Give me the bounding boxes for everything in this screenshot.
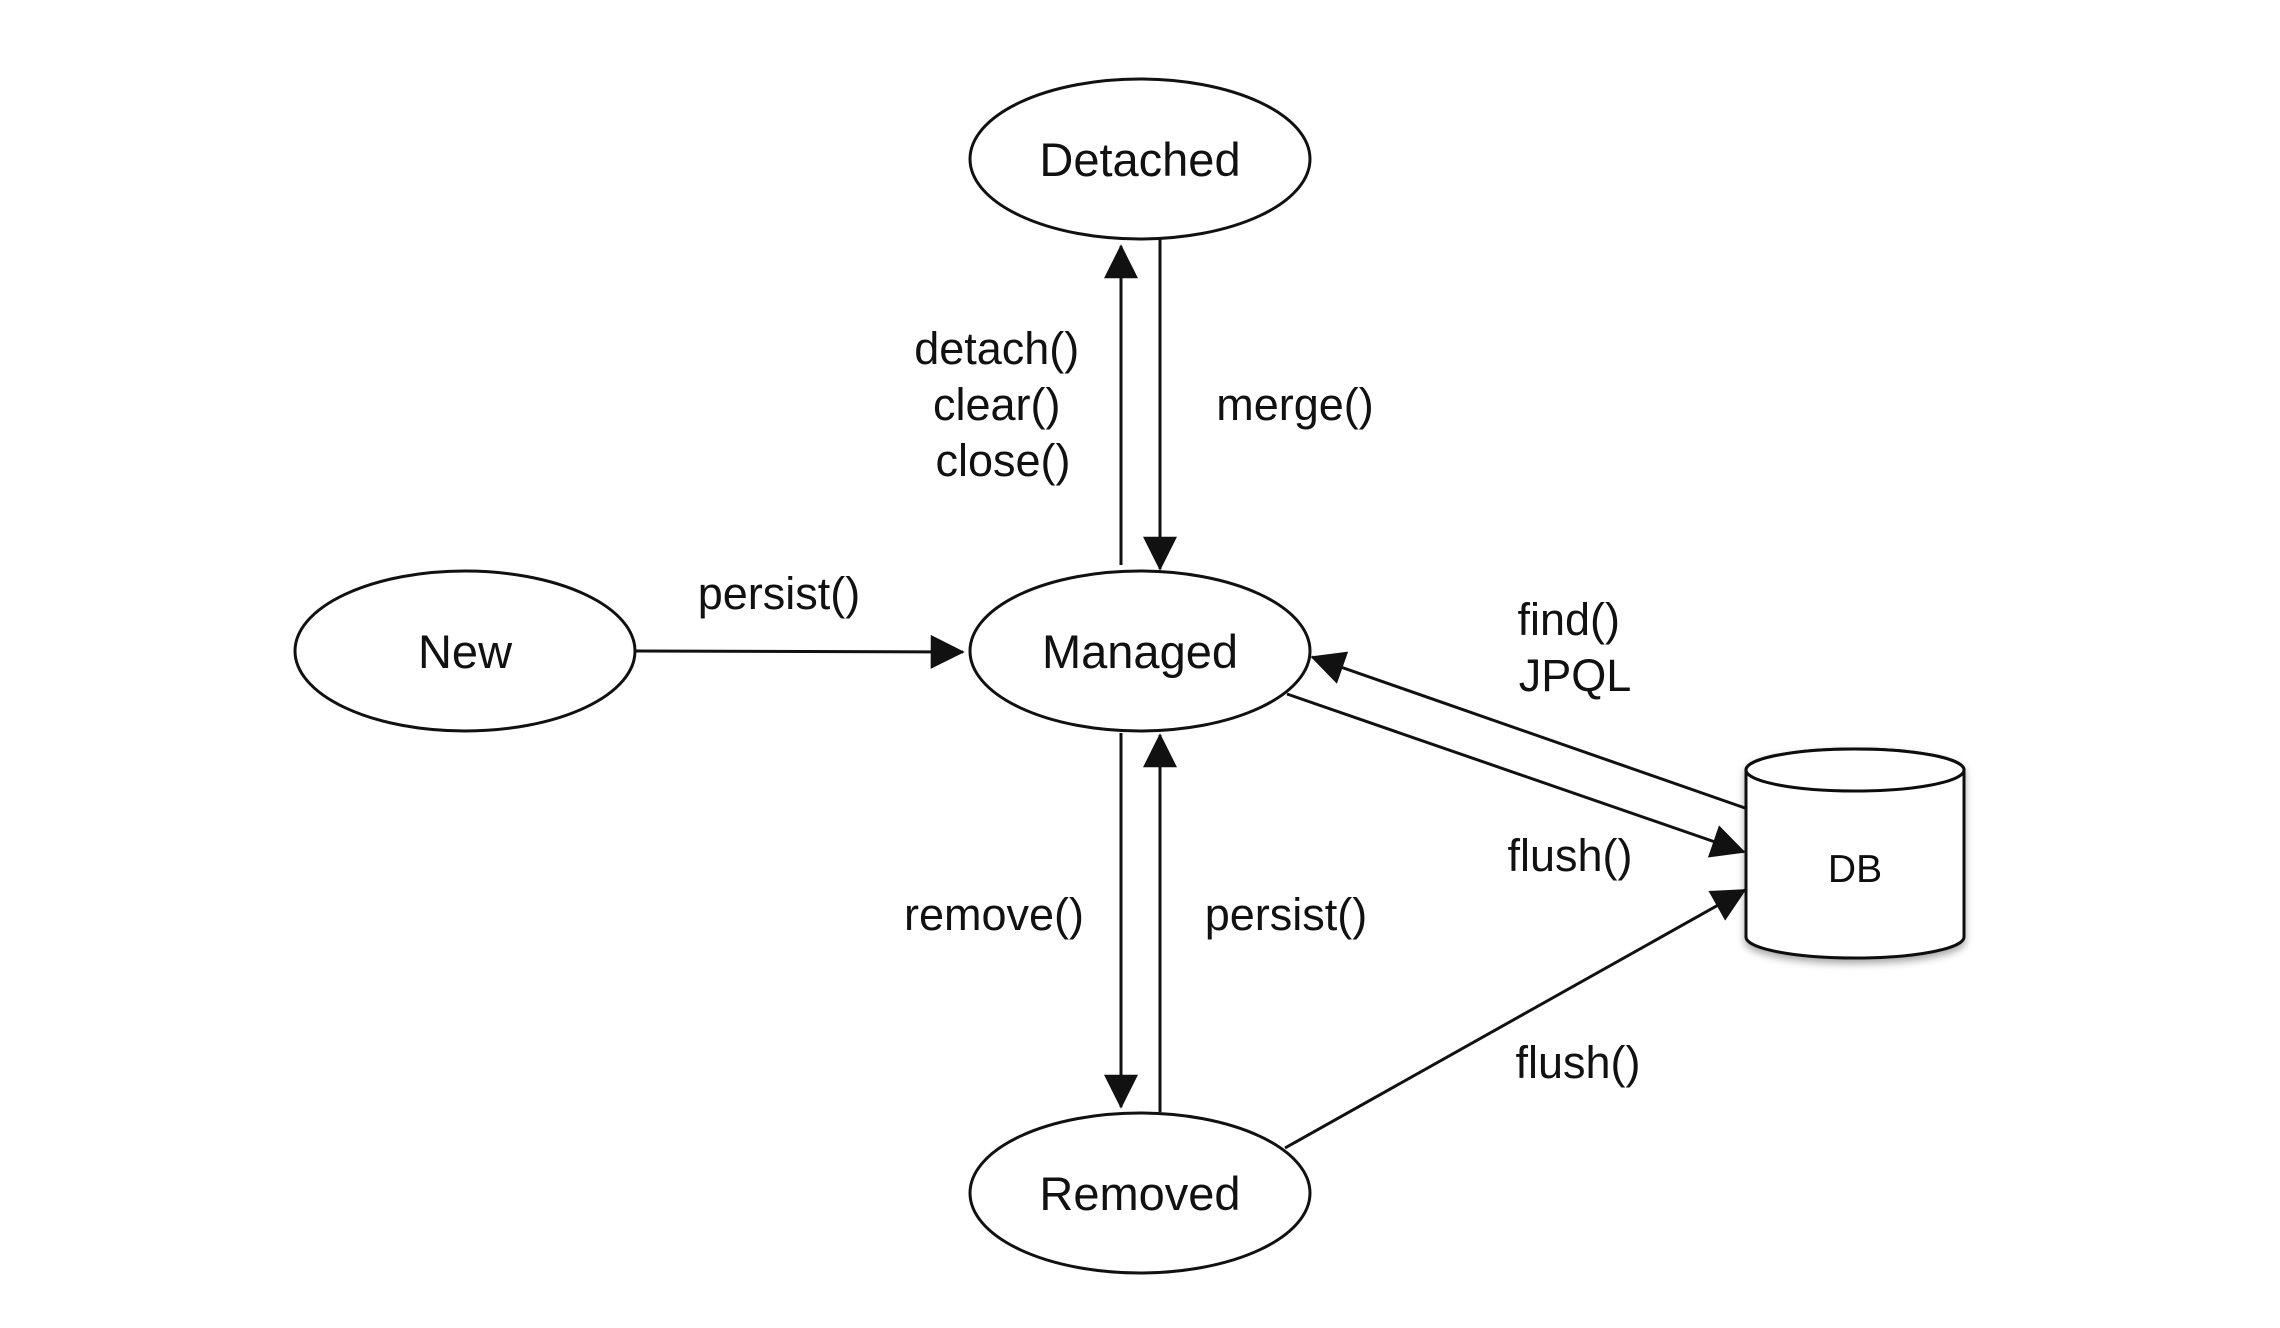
removed-ellipse [968, 1111, 1312, 1275]
db-cylinder-top [1744, 747, 1966, 793]
node-managed: Managed [968, 569, 1312, 733]
node-db: DB [1744, 747, 1966, 960]
new-ellipse [293, 569, 637, 733]
edge-detach: detach() clear() close() [914, 244, 1138, 565]
edge-persist-new: persist() [632, 568, 965, 669]
managed-label: Managed [1042, 625, 1238, 678]
flush-managed-label: flush() [1507, 830, 1632, 881]
removed-label: Removed [1039, 1167, 1240, 1220]
node-new: New [293, 569, 637, 733]
merge-label: merge() [1216, 379, 1374, 430]
persist-removed-label: persist() [1205, 889, 1368, 940]
db-label: DB [1828, 848, 1882, 891]
edge-flush-removed: flush() [1284, 888, 1747, 1150]
edge-remove: remove() [904, 733, 1138, 1109]
find-label-line-2: JPQL [1519, 650, 1632, 701]
detached-label: Detached [1039, 133, 1240, 186]
detach-label-line-3: close() [935, 435, 1070, 486]
edge-merge: merge() [1143, 232, 1374, 571]
detach-label: detach() clear() close() [914, 323, 1092, 486]
node-removed: Removed [968, 1111, 1312, 1275]
detach-label-line-2: clear() [933, 379, 1061, 430]
edge-find: find() JPQL [1310, 594, 1746, 810]
flush-removed-label: flush() [1515, 1037, 1640, 1088]
edge-persist-removed: persist() [1143, 733, 1368, 1112]
flush-managed-arrow [1286, 692, 1746, 858]
persist-new-label: persist() [698, 568, 861, 619]
remove-label: remove() [904, 889, 1084, 940]
node-detached: Detached [968, 77, 1312, 241]
find-label-line-1: find() [1517, 594, 1620, 645]
persist-new-arrow [632, 634, 965, 669]
edge-flush-managed: flush() [1286, 692, 1746, 881]
find-arrow [1310, 651, 1746, 810]
new-label: New [418, 625, 513, 678]
detach-label-line-1: detach() [914, 323, 1079, 374]
flush-removed-arrow [1284, 888, 1747, 1150]
managed-ellipse [968, 569, 1312, 733]
detached-ellipse [968, 77, 1312, 241]
find-label: find() JPQL [1517, 594, 1632, 701]
